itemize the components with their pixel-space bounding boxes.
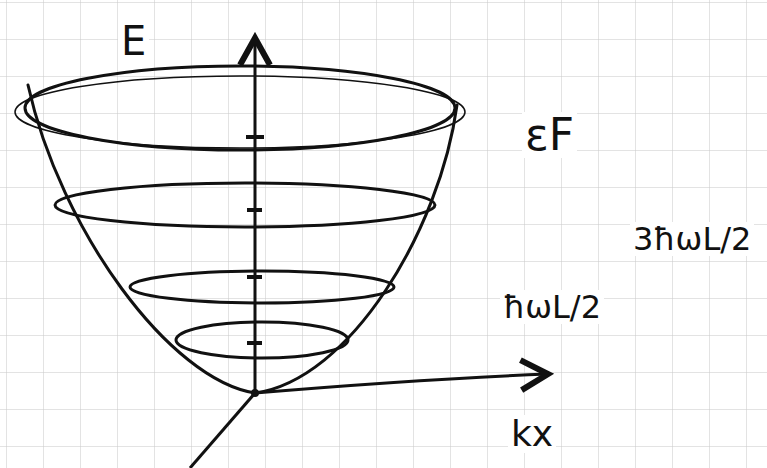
level-energy-label: 3ħωL/2 — [630, 222, 754, 256]
level-energy-label: ħωL/2 — [500, 290, 604, 324]
fermi-ellipse-echo — [15, 76, 465, 148]
fermi-energy-label: εF — [522, 112, 577, 158]
vertex-dot — [251, 389, 259, 397]
ky-axis — [190, 393, 255, 468]
energy-axis-label: E — [118, 20, 149, 62]
level-ellipse — [176, 322, 348, 358]
level-ellipse — [130, 271, 394, 303]
level-ellipse — [55, 183, 435, 227]
kx-axis — [255, 374, 548, 393]
fermi-ellipse — [25, 66, 455, 150]
paraboloid — [15, 66, 465, 393]
axis-ticks — [246, 137, 264, 343]
kx-axis-label: kx — [508, 415, 556, 453]
